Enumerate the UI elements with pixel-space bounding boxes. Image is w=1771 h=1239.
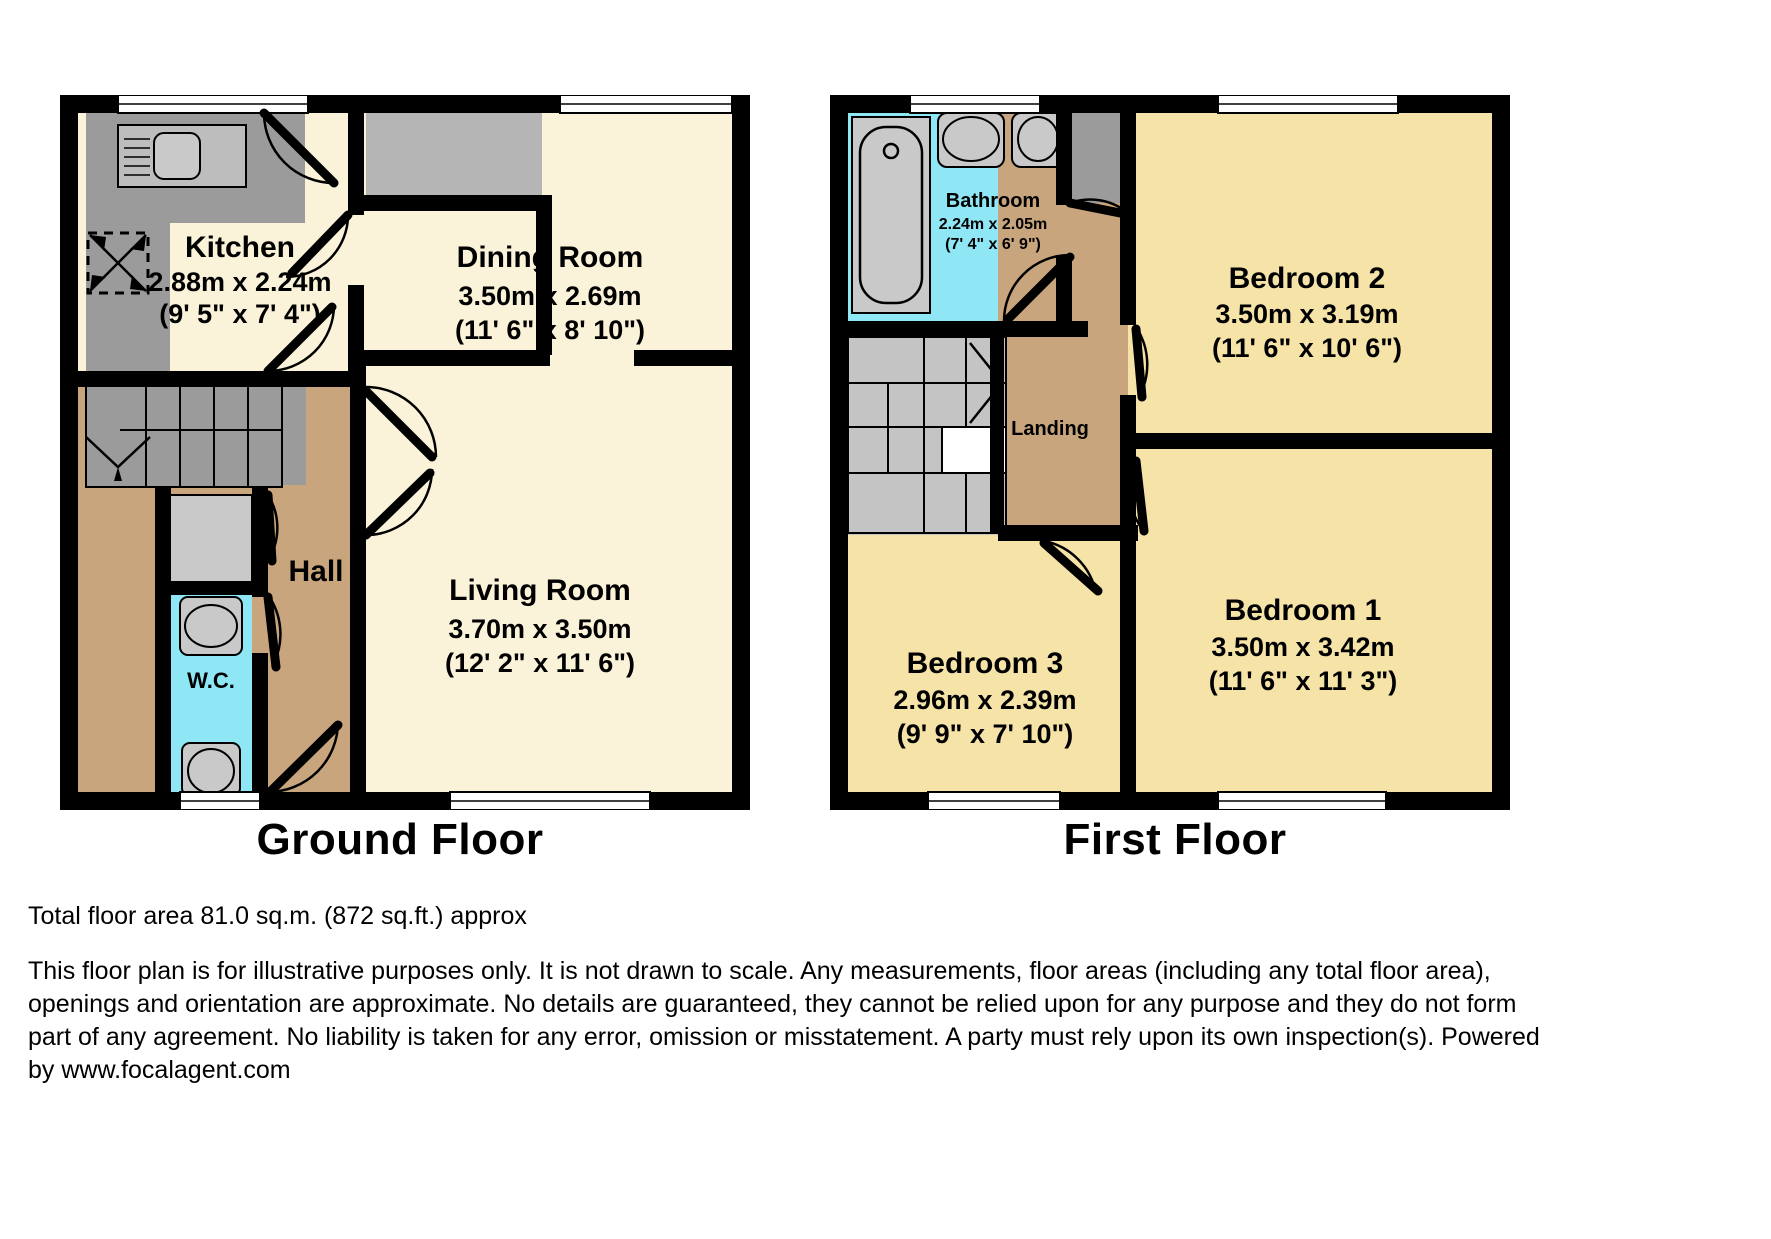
dining-unit — [366, 113, 542, 209]
kitchen-hob-icon — [86, 231, 150, 295]
bathroom-name: Bathroom — [946, 190, 1040, 212]
airing-cupboard — [1070, 109, 1128, 203]
kitchen-name: Kitchen — [185, 231, 295, 264]
first-floor-title: First Floor — [1063, 815, 1287, 864]
window-kitchen — [117, 95, 309, 114]
ground-floor-plan: Kitchen 2.88m x 2.24m (9' 5" x 7' 4") Di… — [60, 95, 750, 810]
living-name: Living Room — [449, 574, 631, 607]
ground-floor-title: Ground Floor — [256, 815, 544, 864]
bedroom2-name: Bedroom 2 — [1229, 262, 1386, 295]
first-floor-windows — [909, 95, 1399, 810]
bedroom3-label-group: Bedroom 3 2.96m x 2.39m (9' 9" x 7' 10") — [893, 647, 1076, 749]
hall-name: Hall — [288, 555, 343, 588]
bedroom3-imperial: (9' 9" x 7' 10") — [897, 719, 1074, 749]
bedroom2-imperial: (11' 6" x 10' 6") — [1212, 333, 1402, 363]
ground-floor-windows — [117, 95, 733, 810]
bedroom1-label-group: Bedroom 1 3.50m x 3.42m (11' 6" x 11' 3"… — [1209, 594, 1398, 696]
dining-imperial: (11' 6" x 8' 10") — [455, 315, 645, 345]
window-dining — [559, 95, 733, 114]
bathroom-imperial: (7' 4" x 6' 9") — [945, 236, 1041, 253]
kitchen-imperial: (9' 5" x 7' 4") — [159, 299, 321, 329]
toilet-icon — [1011, 112, 1065, 168]
bedroom1-metric: 3.50m x 3.42m — [1211, 632, 1394, 662]
bedroom1-name: Bedroom 1 — [1225, 594, 1382, 627]
wc-basin-icon — [181, 742, 241, 797]
bathroom-metric: 2.24m x 2.05m — [939, 216, 1048, 233]
living-imperial: (12' 2" x 11' 6") — [445, 648, 635, 678]
dining-name: Dining Room — [457, 241, 644, 274]
first-floor-plan: Bathroom 2.24m x 2.05m (7' 4" x 6' 9") L… — [830, 95, 1510, 810]
total-floor-area: Total floor area 81.0 sq.m. (872 sq.ft.)… — [28, 902, 527, 930]
living-metric: 3.70m x 3.50m — [448, 614, 631, 644]
kitchen-label-group: Kitchen 2.88m x 2.24m (9' 5" x 7' 4") — [148, 231, 331, 329]
window-living — [449, 791, 651, 810]
window-hall-front — [179, 791, 261, 810]
wc-name: W.C. — [187, 668, 235, 693]
ground-staircase — [85, 384, 283, 488]
kitchen-metric: 2.88m x 2.24m — [148, 267, 331, 297]
bedroom2-label-group: Bedroom 2 3.50m x 3.19m (11' 6" x 10' 6"… — [1212, 262, 1402, 363]
first-staircase — [847, 336, 1007, 534]
bathroom-label-group: Bathroom 2.24m x 2.05m (7' 4" x 6' 9") — [939, 190, 1048, 253]
living-label-group: Living Room 3.70m x 3.50m (12' 2" x 11' … — [445, 574, 635, 678]
dining-metric: 3.50m x 2.69m — [458, 281, 641, 311]
toilet-icon — [179, 596, 243, 656]
window-bedroom1 — [1217, 791, 1387, 810]
bedroom3-name: Bedroom 3 — [907, 647, 1064, 680]
bedroom3-metric: 2.96m x 2.39m — [893, 685, 1076, 715]
first-floor-doors — [1002, 198, 1149, 596]
window-bedroom2 — [1217, 95, 1399, 114]
bedroom1-imperial: (11' 6" x 11' 3") — [1209, 666, 1398, 696]
landing-name: Landing — [1011, 418, 1089, 440]
wash-basin-icon — [937, 112, 1005, 168]
disclaimer-text: This floor plan is for illustrative purp… — [28, 957, 1540, 1084]
wc-room — [170, 593, 252, 797]
ground-floor-doors — [259, 108, 438, 797]
window-bedroom3 — [927, 791, 1061, 810]
window-bathroom — [909, 95, 1041, 114]
kitchen-sink-icon — [117, 124, 247, 188]
bedroom2-metric: 3.50m x 3.19m — [1215, 299, 1398, 329]
bath-icon — [851, 116, 931, 314]
dining-label-group: Dining Room 3.50m x 2.69m (11' 6" x 8' 1… — [455, 241, 645, 345]
understairs-cupboard — [169, 494, 253, 584]
